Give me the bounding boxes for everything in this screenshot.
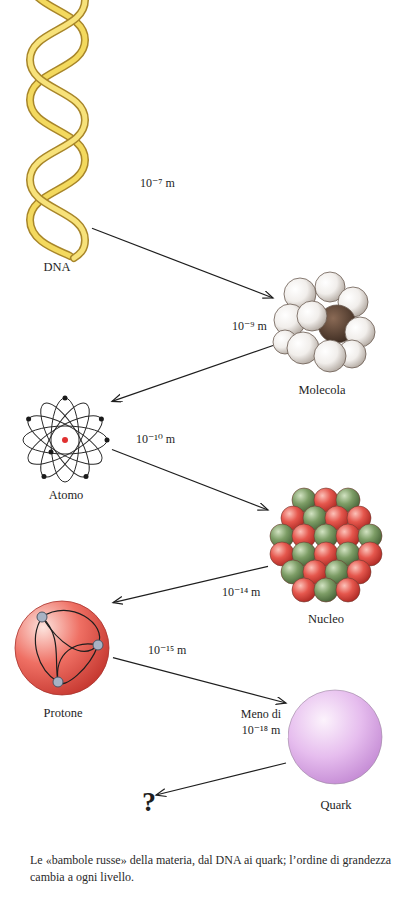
orbit [51, 398, 79, 482]
level-name: Protone [13, 706, 113, 721]
scale-arrow [112, 346, 273, 402]
atom-sphere [297, 301, 327, 331]
dna-helix [30, 0, 85, 258]
orbit [23, 426, 107, 454]
quark-dot [53, 677, 63, 687]
scale-arrow [113, 658, 286, 703]
size-label: 10⁻¹⁴ m [220, 585, 262, 601]
nucleon [314, 578, 338, 602]
electron [26, 417, 31, 422]
gluon-line [58, 644, 98, 682]
atom-nucleus [62, 437, 68, 443]
orbit [22, 407, 109, 473]
quark-dot [37, 612, 47, 622]
level-name: Nucleo [268, 612, 384, 627]
mark-node: ? [142, 788, 156, 816]
electron [105, 438, 110, 443]
scale-arrow [113, 566, 268, 602]
proton [15, 601, 109, 695]
scale-arrow [156, 763, 286, 795]
proton-body [15, 601, 109, 695]
gluon-line [35, 610, 99, 683]
dna-strand-outline [30, 0, 85, 258]
orbit [22, 407, 109, 473]
quark-sphere [288, 690, 382, 784]
illustration-node: Molecola [273, 273, 371, 398]
size-label: Meno di 10⁻¹⁸ m [234, 707, 288, 738]
illustration-node: Protone [13, 599, 113, 721]
quark-dot [93, 640, 103, 650]
orbit [32, 397, 98, 484]
figure-caption: Le «bambole russe» della materia, dal DN… [30, 852, 392, 887]
size-label: 10⁻⁹ m [230, 319, 269, 335]
electron [63, 396, 68, 401]
level-name: Molecola [273, 383, 371, 398]
electron [99, 417, 104, 422]
question-mark: ? [142, 788, 156, 816]
level-name: Quark [286, 798, 386, 813]
electron [84, 474, 89, 479]
dna-strand [30, 0, 85, 258]
atom [22, 396, 110, 484]
size-label: 10⁻¹⁵ m [146, 643, 188, 659]
scale-arrow [92, 228, 273, 298]
level-name: Atomo [20, 488, 112, 503]
illustration-node: DNA [22, 0, 92, 275]
orbit [32, 397, 98, 484]
level-name: DNA [22, 260, 92, 275]
electron [49, 450, 54, 455]
illustration-node: Nucleo [268, 486, 384, 627]
size-label: 10⁻¹⁰ m [134, 432, 177, 448]
gluon-line [42, 617, 98, 651]
scale-arrow [112, 450, 268, 510]
illustration-node: Quark [286, 688, 386, 813]
nucleon [292, 578, 316, 602]
gluon-line [42, 617, 58, 682]
nucleus [270, 488, 382, 602]
nucleon [336, 578, 360, 602]
size-label: 10⁻⁷ m [138, 176, 177, 192]
atom-sphere [314, 340, 346, 372]
molecule [273, 272, 375, 372]
electron [42, 474, 47, 479]
illustration-node: Atomo [20, 396, 112, 503]
